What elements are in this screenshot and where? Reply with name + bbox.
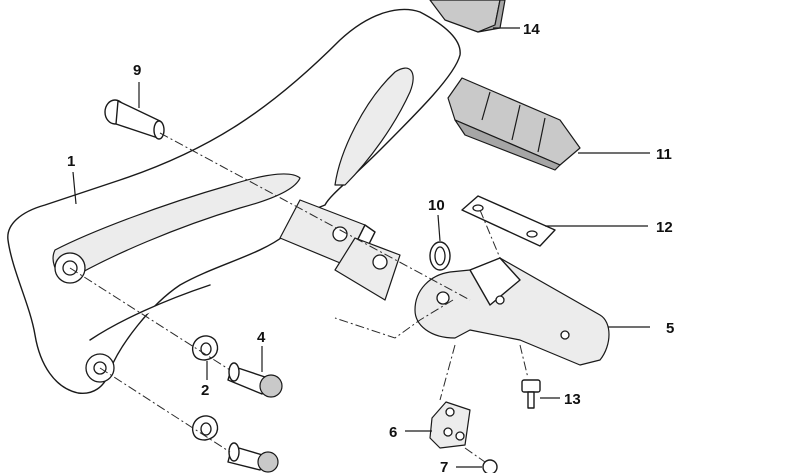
callout-11: 11 xyxy=(656,146,672,163)
plate-part-6 xyxy=(429,401,471,449)
circlip-part-10 xyxy=(429,241,451,271)
plate-part-12 xyxy=(461,195,556,247)
callout-13: 13 xyxy=(564,391,581,408)
ball-part-7 xyxy=(482,459,498,473)
callout-labels: 1 9 14 11 10 12 5 4 2 13 6 7 xyxy=(67,21,674,473)
pivot-block xyxy=(279,199,401,301)
leader-lines xyxy=(72,27,650,468)
assembly-guides xyxy=(69,132,529,463)
callout-9: 9 xyxy=(133,62,141,79)
part-14 xyxy=(429,0,506,33)
callout-1: 1 xyxy=(67,153,75,170)
pin-part-9 xyxy=(104,99,165,140)
rubber-pad-part-11 xyxy=(447,77,581,171)
callout-6: 6 xyxy=(389,424,397,441)
callout-7: 7 xyxy=(440,459,448,473)
footrest-part-5 xyxy=(414,257,610,366)
bracket-part-1 xyxy=(7,8,461,395)
washer-part-2 xyxy=(191,335,219,441)
callout-5: 5 xyxy=(666,320,674,337)
callout-12: 12 xyxy=(656,219,673,236)
screw-part-13 xyxy=(521,379,541,409)
callout-14: 14 xyxy=(523,21,540,38)
callout-10: 10 xyxy=(428,197,445,214)
callout-2: 2 xyxy=(201,382,209,399)
callout-4: 4 xyxy=(257,329,266,346)
bolt-part-4 xyxy=(227,362,283,473)
